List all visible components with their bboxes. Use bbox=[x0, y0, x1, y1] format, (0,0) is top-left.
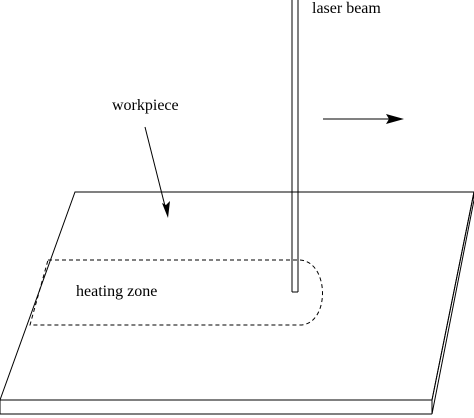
workpiece-side-face bbox=[431, 191, 474, 415]
motion-arrow-head bbox=[386, 114, 404, 124]
workpiece-label: workpiece bbox=[112, 97, 179, 114]
heating-zone-label: heating zone bbox=[76, 283, 157, 300]
workpiece-top-surface bbox=[0, 191, 474, 401]
laser-beam-label: laser beam bbox=[312, 0, 381, 17]
workpiece-pointer-line bbox=[144, 126, 167, 211]
heating-zone-outline bbox=[29, 259, 323, 326]
workpiece-pointer-head bbox=[162, 201, 170, 218]
